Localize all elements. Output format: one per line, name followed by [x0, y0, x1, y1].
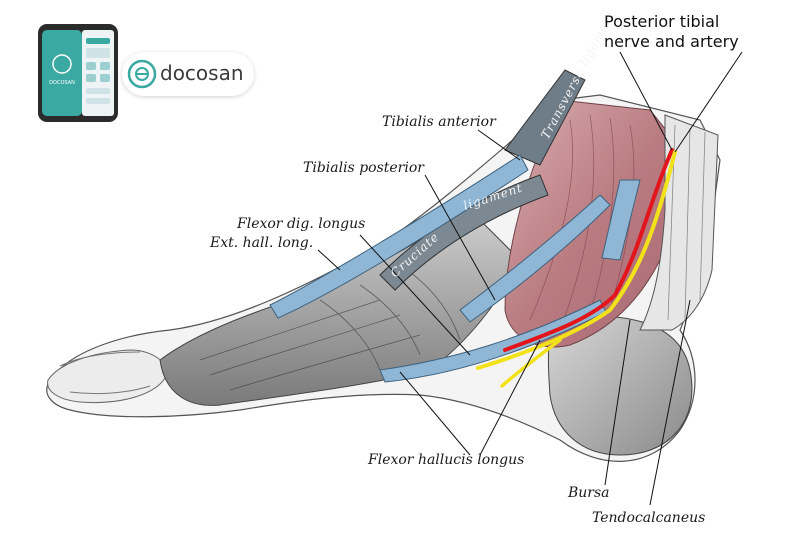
achilles-tendon — [639, 114, 719, 331]
transverse-ligament — [504, 69, 586, 166]
callout-line-2: nerve and artery — [604, 32, 739, 51]
leader-tendocalcaneus — [649, 299, 691, 506]
leader-ext-hall — [317, 249, 341, 271]
label-tibialis-anterior: Tibialis anterior — [382, 114, 496, 130]
leader-flexor-hallucis-1 — [399, 371, 471, 456]
phone-title: DOCOSAN — [49, 80, 75, 86]
label-flexor-dig-longus: Flexor dig. longus — [237, 216, 366, 232]
label-tendocalcaneus: Tendocalcaneus — [592, 510, 706, 526]
leader-flexor-dig — [359, 234, 471, 356]
posterior-tibial-nerve — [476, 150, 677, 370]
tendon-posterior-column — [601, 179, 641, 261]
nerve-branch — [500, 338, 562, 388]
phone-logo-icon — [52, 54, 72, 74]
tendon-tibialis-posterior — [459, 194, 611, 323]
tendon-tibialis-anterior — [269, 154, 529, 319]
posterior-tibial-artery — [503, 148, 674, 352]
leader-flexor-hallucis-2 — [479, 339, 541, 456]
label-flexor-hallucis-longus: Flexor hallucis longus — [368, 452, 525, 468]
label-ext-hall-long: Ext. hall. long. — [210, 235, 314, 251]
callout-line-1: Posterior tibial — [604, 12, 720, 31]
label-bursa: Bursa — [568, 485, 610, 501]
leader-bursa — [604, 319, 631, 486]
phone-mockup: DOCOSAN — [38, 24, 118, 122]
leader-tibialis-posterior — [424, 174, 496, 301]
leader-posterior-tibial-2 — [674, 51, 743, 153]
brand-name: docosan — [160, 61, 244, 85]
leader-posterior-tibial — [619, 51, 673, 151]
label-tibialis-posterior: Tibialis posterior — [303, 160, 424, 176]
leader-tibialis-anterior — [477, 129, 521, 161]
